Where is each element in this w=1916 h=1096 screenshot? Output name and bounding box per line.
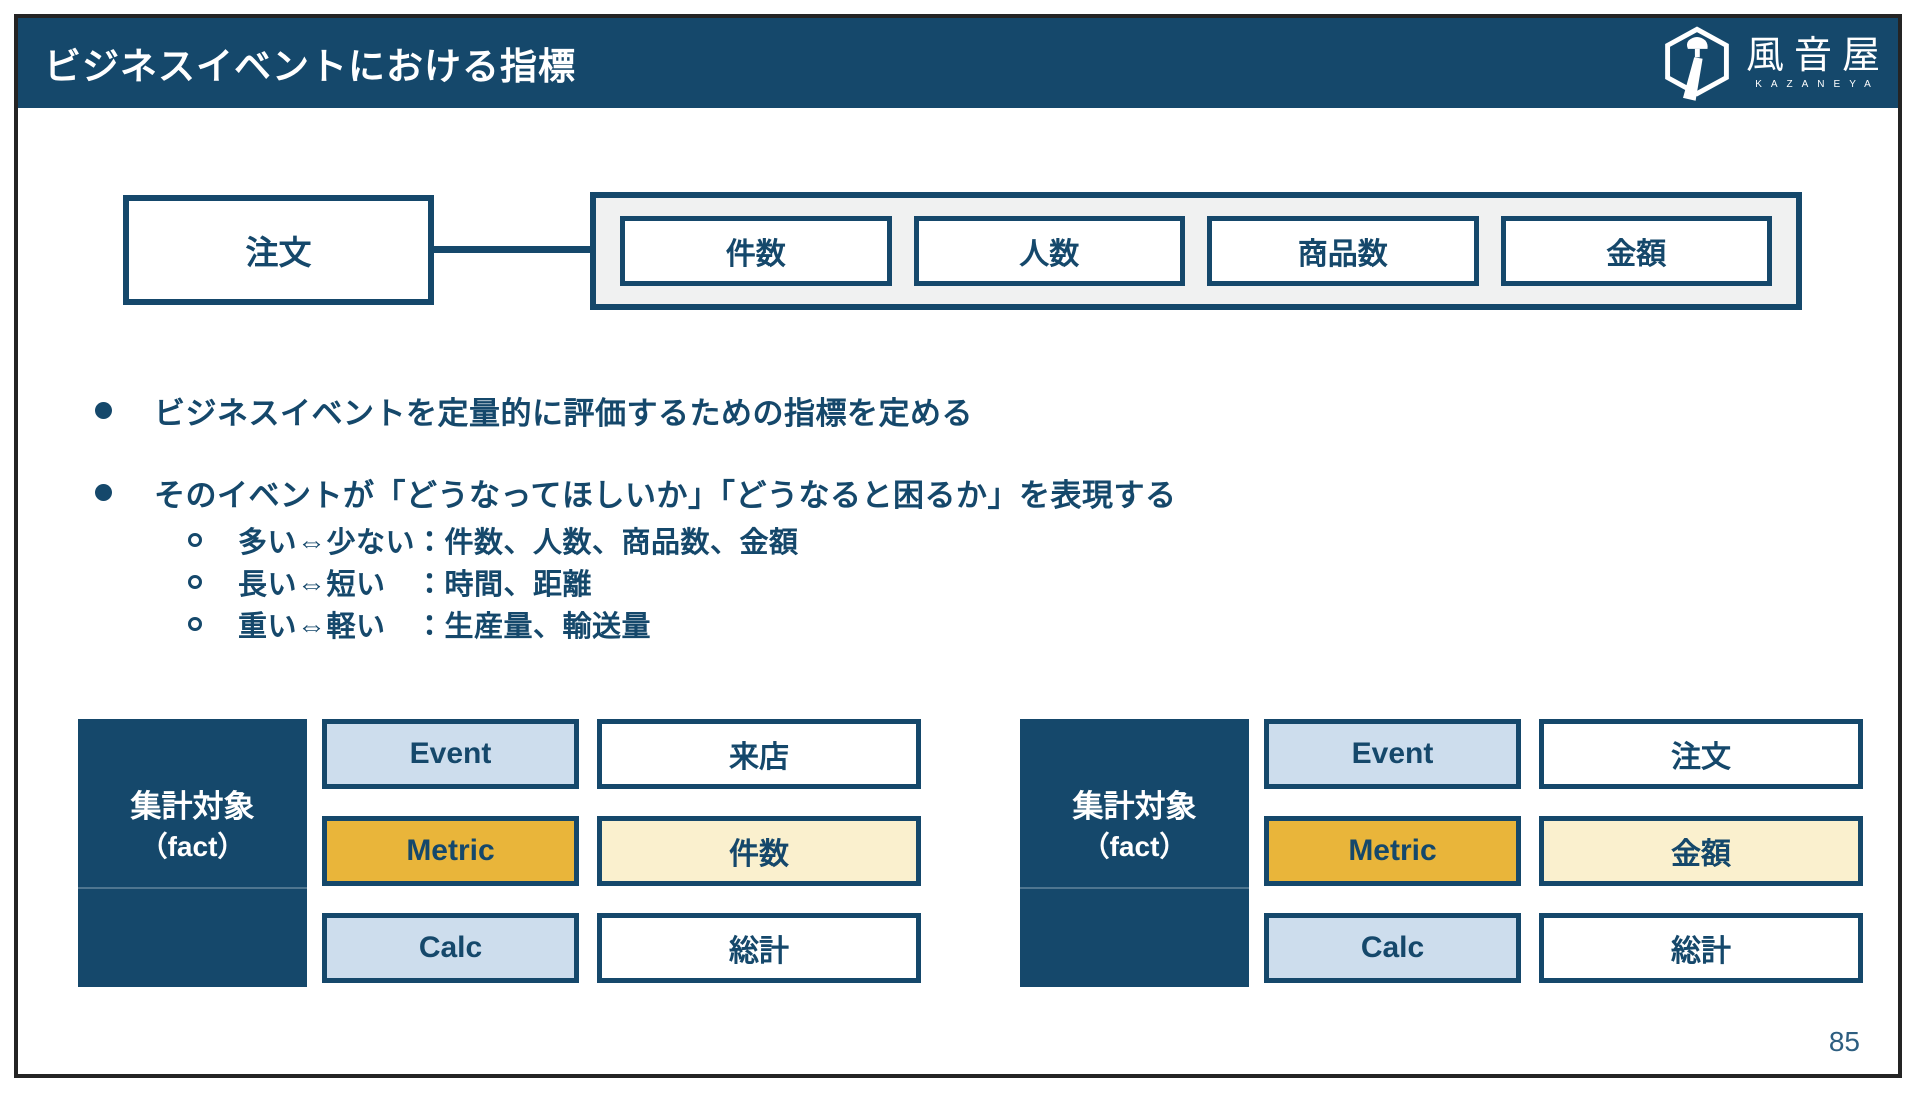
fact-block-divider xyxy=(1020,887,1249,889)
bullet-text: ビジネスイベントを定量的に評価するための指標を定める xyxy=(154,396,973,431)
bullet-item-2: そのイベントが「どうなってほしいか」「どうなると困るか」を表現する xyxy=(95,470,1176,515)
sub-bullet-text: 多い⇔少ない：件数、人数、商品数、金額 xyxy=(238,527,799,559)
row-label-metric: Metric xyxy=(1264,816,1521,886)
row-value-metric: 金額 xyxy=(1539,816,1863,886)
sub-bullet-text: 長い⇔短い ：時間、距離 xyxy=(238,569,593,601)
row-value-metric: 件数 xyxy=(597,816,921,886)
fact-subtitle: （fact） xyxy=(1081,831,1188,863)
fact-title: 集計対象 xyxy=(1072,789,1197,825)
slide-frame: ビジネスイベントにおける指標 風音屋 KAZANEYA 注文 件数 人数 商品数… xyxy=(14,14,1902,1078)
sub-bullet-item-1: 多い⇔少ない：件数、人数、商品数、金額 xyxy=(188,519,799,561)
fact-header-block: 集計対象 （fact） xyxy=(78,719,307,987)
bullet-text: そのイベントが「どうなってほしいか」「どうなると困るか」を表現する xyxy=(154,478,1177,513)
diagram-metric-group: 件数 人数 商品数 金額 xyxy=(590,192,1802,310)
sub-bullet-item-3: 重い⇔軽い ：生産量、輸送量 xyxy=(188,603,651,645)
row-value-calc: 総計 xyxy=(1539,913,1863,983)
row-value-calc: 総計 xyxy=(597,913,921,983)
diagram-metric-box: 件数 xyxy=(620,216,892,286)
slide-title: ビジネスイベントにおける指標 xyxy=(44,46,576,87)
logo-brand-romanized: KAZANEYA xyxy=(1755,78,1880,90)
bullet-dot-icon xyxy=(95,484,112,501)
diagram-source-box: 注文 xyxy=(123,195,434,305)
bullet-circle-icon xyxy=(188,575,202,589)
fact-subtitle: （fact） xyxy=(139,831,246,863)
row-value-event: 注文 xyxy=(1539,719,1863,789)
diagram-metric-box: 商品数 xyxy=(1207,216,1479,286)
bullet-circle-icon xyxy=(188,533,202,547)
fact-title: 集計対象 xyxy=(130,789,255,825)
sub-bullet-item-2: 長い⇔短い ：時間、距離 xyxy=(188,561,592,603)
kazaneya-logo: 風音屋 KAZANEYA xyxy=(1662,18,1880,108)
logo-brand-name: 風音屋 xyxy=(1745,35,1890,78)
fact-block-divider xyxy=(78,887,307,889)
page-number: 85 xyxy=(1828,1026,1860,1057)
diagram-source-label: 注文 xyxy=(245,234,312,271)
bullet-item-1: ビジネスイベントを定量的に評価するための指標を定める xyxy=(95,388,973,433)
diagram-connector-line xyxy=(434,246,592,253)
logo-text: 風音屋 KAZANEYA xyxy=(1746,35,1880,90)
wind-chime-hexagon-icon xyxy=(1665,26,1729,101)
header-bar: ビジネスイベントにおける指標 風音屋 KAZANEYA xyxy=(18,18,1898,108)
row-label-calc: Calc xyxy=(322,913,579,983)
row-label-metric: Metric xyxy=(322,816,579,886)
row-value-event: 来店 xyxy=(597,719,921,789)
diagram-metric-box: 金額 xyxy=(1500,216,1772,286)
diagram-metric-box: 人数 xyxy=(913,216,1185,286)
row-label-calc: Calc xyxy=(1264,913,1521,983)
row-label-event: Event xyxy=(322,719,579,789)
sub-bullet-text: 重い⇔軽い ：生産量、輸送量 xyxy=(238,611,652,643)
bullet-dot-icon xyxy=(95,402,112,419)
bullet-circle-icon xyxy=(188,617,202,631)
row-label-event: Event xyxy=(1264,719,1521,789)
fact-header-block: 集計対象 （fact） xyxy=(1020,719,1249,987)
